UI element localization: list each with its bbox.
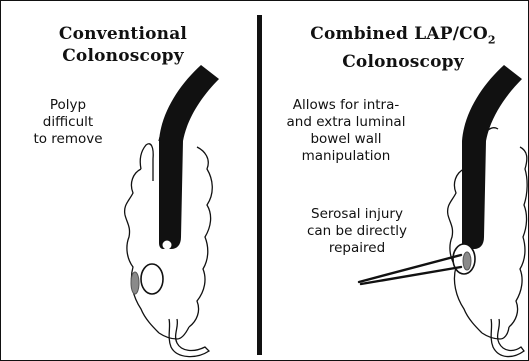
right-title-line1: Combined LAP/CO2 (293, 23, 513, 51)
right-panel-title: Combined LAP/CO2 Colonoscopy (293, 23, 513, 73)
manipulation-annotation-line: bowel wall (271, 131, 421, 148)
right-colon-outline (448, 128, 528, 357)
polyp-annotation-line: difficult (15, 114, 121, 131)
left-scope-tip (163, 241, 171, 249)
manipulation-annotation: Allows for intra- and extra luminal bowe… (271, 97, 421, 165)
left-title-line1: Conventional (23, 23, 223, 45)
serosal-annotation-line: Serosal injury (287, 206, 427, 223)
manipulation-annotation-line: manipulation (271, 148, 421, 165)
right-title-subscript: 2 (488, 33, 496, 46)
serosal-annotation: Serosal injury can be directly repaired (287, 206, 427, 257)
manipulation-annotation-line: and extra luminal (271, 114, 421, 131)
manipulation-annotation-line: Allows for intra- (271, 97, 421, 114)
right-title-line2: Colonoscopy (293, 51, 513, 73)
serosal-annotation-line: repaired (287, 240, 427, 257)
polyp-annotation-line: Polyp (15, 97, 121, 114)
panel-divider (257, 15, 262, 355)
serosal-annotation-line: can be directly (287, 223, 427, 240)
left-polyp-icon (131, 272, 139, 294)
left-title-line2: Colonoscopy (23, 45, 223, 67)
polyp-annotation: Polyp difficult to remove (15, 97, 121, 148)
left-polyp-outline (141, 264, 163, 294)
laparoscopic-instrument-icon (359, 255, 461, 284)
right-colonoscope-icon (462, 65, 522, 249)
right-polyp-icon (463, 252, 471, 270)
polyp-annotation-line: to remove (15, 131, 121, 148)
left-panel-title: Conventional Colonoscopy (23, 23, 223, 67)
left-colonoscope-icon (159, 65, 219, 249)
